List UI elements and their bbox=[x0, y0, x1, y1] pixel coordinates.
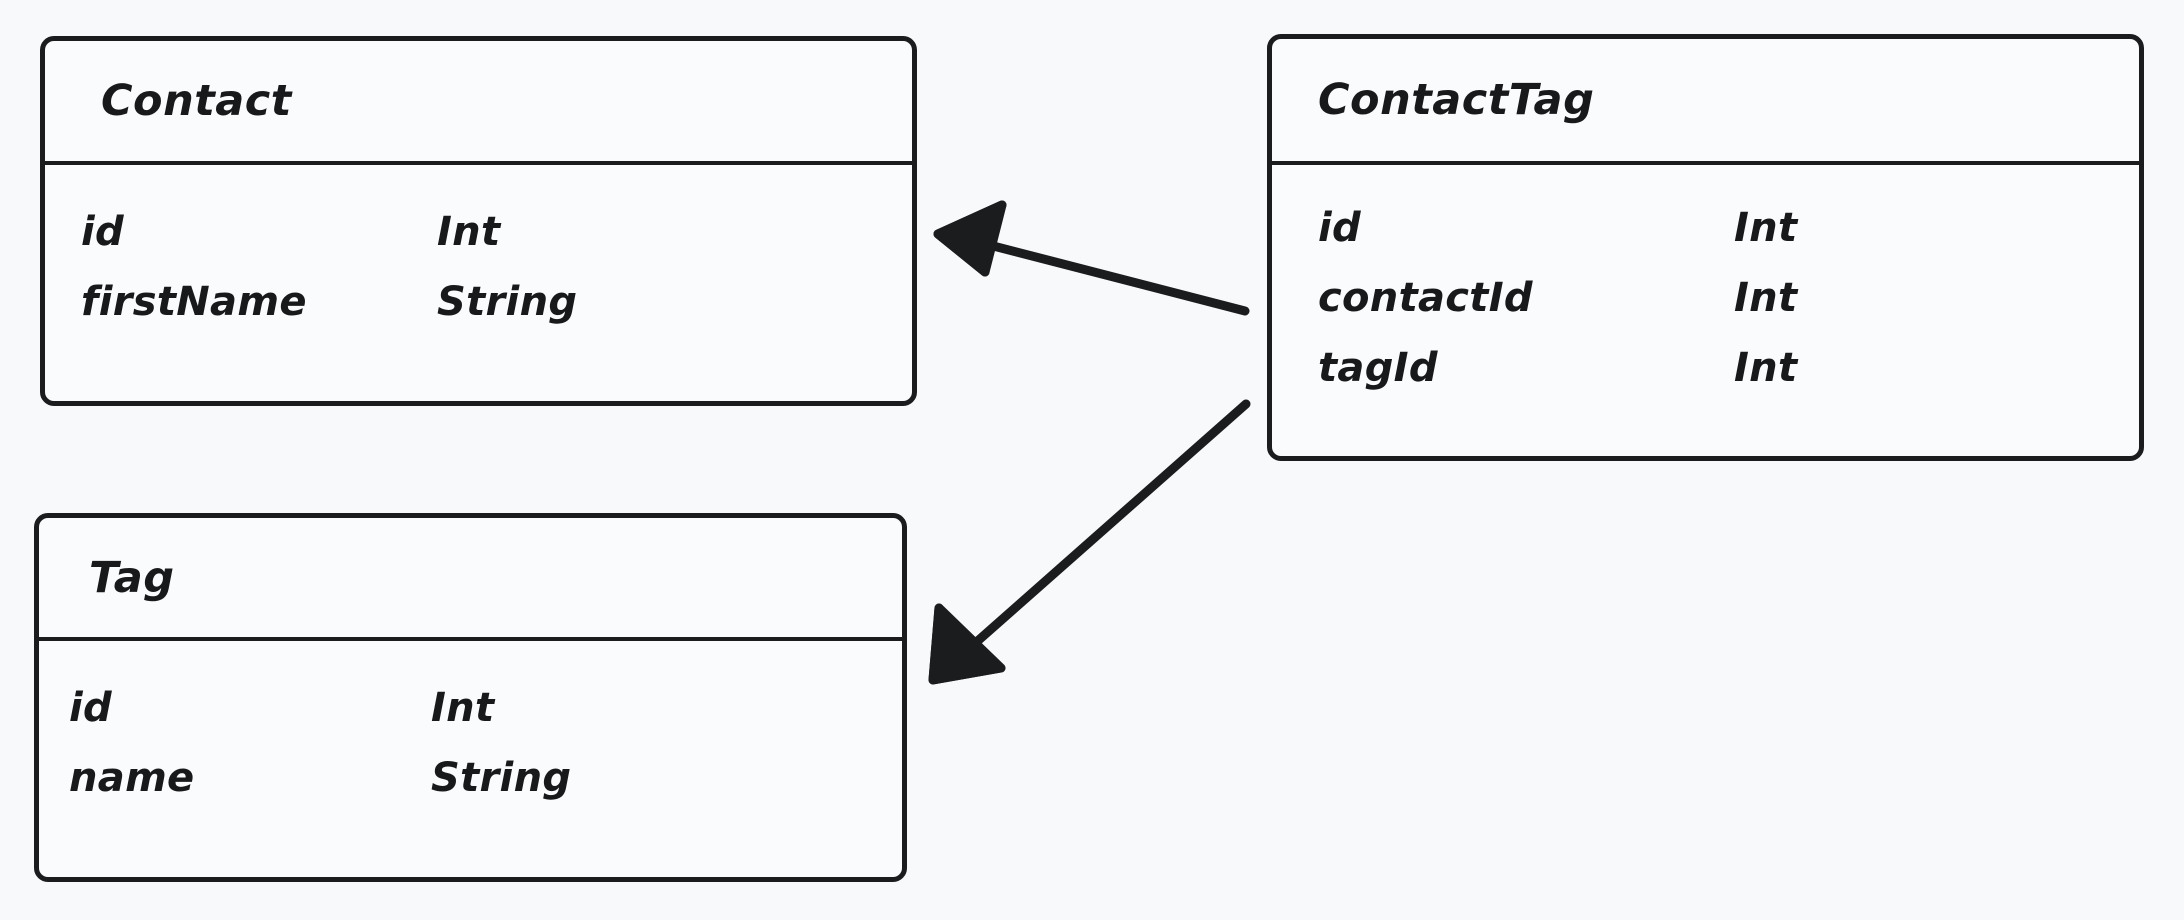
field-row: id Int bbox=[1318, 193, 2139, 263]
field-name: id bbox=[1318, 205, 1361, 251]
entity-contact-title: Contact bbox=[101, 76, 292, 126]
field-name: firstName bbox=[81, 279, 307, 325]
field-type: Int bbox=[1734, 275, 1798, 321]
entity-contacttag-fields: id Int contactId Int tagId Int bbox=[1272, 165, 2139, 403]
field-row: contactId Int bbox=[1318, 263, 2139, 333]
field-type: Int bbox=[437, 209, 501, 255]
field-name: name bbox=[69, 755, 195, 801]
entity-contact-fields: id Int firstName String bbox=[45, 165, 912, 337]
entity-contacttag-title: ContactTag bbox=[1318, 75, 1595, 125]
field-row: id Int bbox=[81, 197, 912, 267]
field-row: tagId Int bbox=[1318, 333, 2139, 403]
field-type: String bbox=[437, 279, 578, 325]
entity-contact[interactable]: Contact id Int firstName String bbox=[40, 36, 917, 406]
entity-contacttag[interactable]: ContactTag id Int contactId Int tagId In… bbox=[1267, 34, 2144, 461]
entity-tag-title: Tag bbox=[89, 552, 175, 603]
entity-tag-fields: id Int name String bbox=[39, 641, 902, 813]
entity-contact-header: Contact bbox=[45, 41, 912, 165]
field-name: id bbox=[81, 209, 124, 255]
field-type: Int bbox=[1734, 345, 1798, 391]
field-row: name String bbox=[69, 743, 902, 813]
relationship-contacttag-to-contact bbox=[933, 200, 1250, 316]
entity-contacttag-header: ContactTag bbox=[1272, 39, 2139, 165]
field-row: firstName String bbox=[81, 267, 912, 337]
entity-tag[interactable]: Tag id Int name String bbox=[34, 513, 907, 882]
field-type: Int bbox=[431, 685, 495, 731]
field-type: Int bbox=[1734, 205, 1798, 251]
field-name: id bbox=[69, 685, 112, 731]
entity-tag-header: Tag bbox=[39, 518, 902, 641]
field-name: tagId bbox=[1318, 345, 1438, 391]
field-row: id Int bbox=[69, 673, 902, 743]
field-name: contactId bbox=[1318, 275, 1533, 321]
relationship-contacttag-to-tag bbox=[928, 399, 1251, 685]
field-type: String bbox=[431, 755, 572, 801]
